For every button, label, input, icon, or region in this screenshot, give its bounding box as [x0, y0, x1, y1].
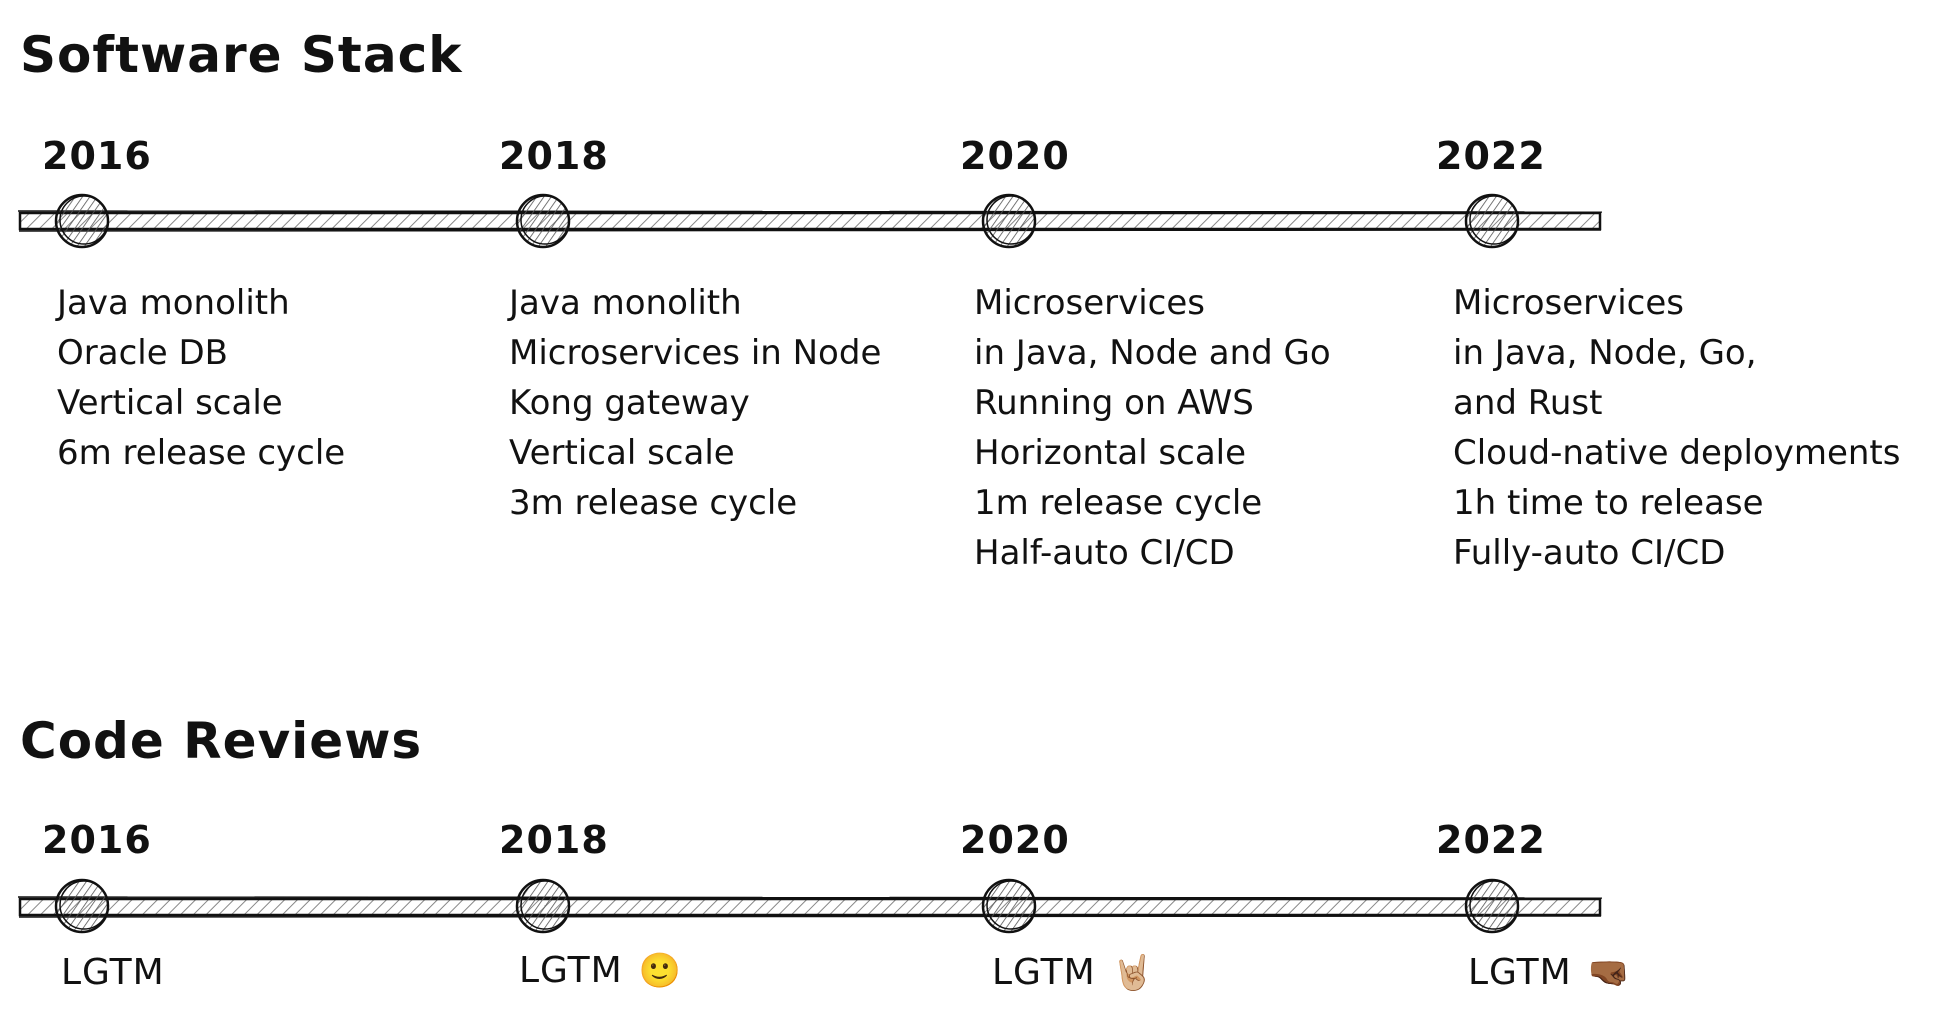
note-line: Fully-auto CI/CD: [1453, 533, 1726, 573]
software-stack-year-2020: 2020: [960, 134, 1070, 178]
note-line: Running on AWS: [974, 383, 1254, 423]
software-stack-year-2018: 2018: [499, 134, 609, 178]
code-review-2016: LGTM: [61, 955, 165, 991]
software-stack-year-2016: 2016: [42, 134, 152, 178]
review-label: LGTM: [1468, 952, 1572, 993]
milestone-marker-2016: [54, 193, 110, 249]
milestone-marker-2020: [981, 193, 1037, 249]
note-line: 3m release cycle: [509, 483, 798, 523]
note-line: Vertical scale: [57, 383, 283, 423]
code-reviews-year-2022: 2022: [1436, 818, 1546, 862]
code-review-2022: LGTM 🤜🏾: [1468, 955, 1631, 991]
note-line: Microservices: [974, 283, 1206, 323]
review-label: LGTM: [61, 952, 165, 993]
note-line: Oracle DB: [57, 333, 228, 373]
note-line: 6m release cycle: [57, 433, 346, 473]
milestone-marker-2016: [54, 878, 110, 934]
note-line: Microservices in Node: [509, 333, 882, 373]
software-stack-milestones: [54, 193, 1520, 249]
code-review-2018: LGTM 🙂: [519, 953, 682, 989]
note-line: Half-auto CI/CD: [974, 533, 1235, 573]
software-stack-notes-2020: Microservices in Java, Node and Go Runni…: [974, 278, 1331, 578]
note-line: 1m release cycle: [974, 483, 1263, 523]
note-line: Cloud-native deployments: [1453, 433, 1901, 473]
code-reviews-milestones: [54, 878, 1520, 934]
milestone-marker-2020: [981, 878, 1037, 934]
note-line: Vertical scale: [509, 433, 735, 473]
note-line: Horizontal scale: [974, 433, 1247, 473]
note-line: in Java, Node, Go,: [1453, 333, 1757, 373]
milestone-marker-2018: [515, 193, 571, 249]
note-line: Kong gateway: [509, 383, 750, 423]
note-line: in Java, Node and Go: [974, 333, 1331, 373]
review-label: LGTM: [519, 950, 623, 991]
code-reviews-timeline-bar: [17, 896, 1603, 918]
milestone-marker-2022: [1464, 193, 1520, 249]
note-line: Java monolith: [509, 283, 742, 323]
software-stack-year-2022: 2022: [1436, 134, 1546, 178]
code-reviews-title: Code Reviews: [20, 712, 423, 770]
code-reviews-year-2020: 2020: [960, 818, 1070, 862]
milestone-marker-2018: [515, 878, 571, 934]
code-review-2020: LGTM 🤘🏼: [992, 955, 1155, 991]
software-stack-title: Software Stack: [20, 26, 463, 84]
software-stack-timeline-bar: [17, 210, 1603, 232]
code-reviews-year-2018: 2018: [499, 818, 609, 862]
milestone-marker-2022: [1464, 878, 1520, 934]
slightly-smiling-face-icon: 🙂: [638, 951, 683, 991]
code-reviews-year-2016: 2016: [42, 818, 152, 862]
note-line: Java monolith: [57, 283, 290, 323]
note-line: Microservices: [1453, 283, 1685, 323]
software-stack-notes-2018: Java monolith Microservices in Node Kong…: [509, 278, 881, 528]
review-label: LGTM: [992, 952, 1096, 993]
note-line: 1h time to release: [1453, 483, 1764, 523]
note-line: and Rust: [1453, 383, 1603, 423]
software-stack-notes-2016: Java monolith Oracle DB Vertical scale 6…: [57, 278, 345, 478]
right-facing-fist-icon: 🤜🏾: [1587, 953, 1632, 993]
sign-of-the-horns-icon: 🤘🏼: [1111, 953, 1156, 993]
software-stack-notes-2022: Microservices in Java, Node, Go, and Rus…: [1453, 278, 1900, 578]
